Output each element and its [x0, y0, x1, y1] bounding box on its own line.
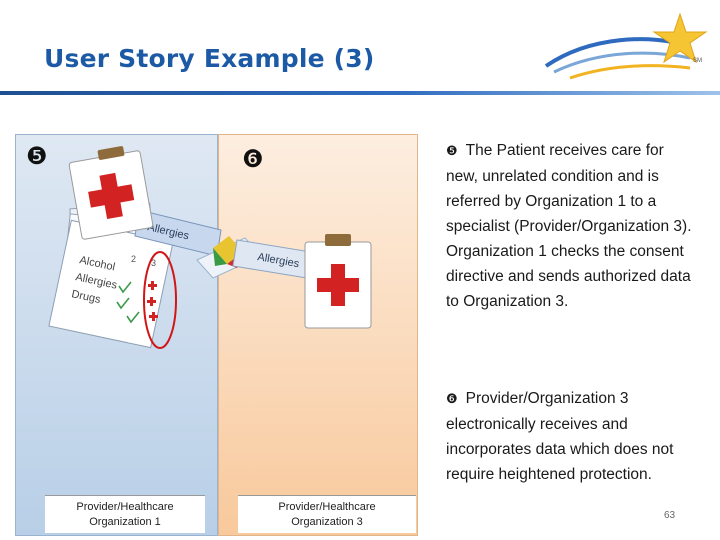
star-swoosh-logo: [544, 12, 708, 80]
column-marker-2: 2: [131, 254, 136, 264]
passing-allergies-tab: Allergies: [232, 239, 312, 279]
slide-header: User Story Example (3) SM: [0, 0, 720, 100]
record-exchange-illustration: Alcohol Allergies Drugs 2 3 Allergies: [48, 146, 372, 349]
header-rule: [0, 91, 720, 95]
slide-title: User Story Example (3): [44, 44, 375, 73]
step-5-marker: ❺: [26, 142, 48, 170]
trademark-mark: SM: [693, 58, 702, 64]
note-bullet-5: ❺: [446, 144, 458, 159]
note-bullet-6: ❻: [446, 392, 458, 407]
step-6-marker: ❻: [242, 145, 264, 173]
page-number: 63: [664, 510, 676, 521]
label-organization-1: Provider/Healthcare Organization 1: [45, 495, 205, 533]
panel-organization-3: [218, 134, 418, 536]
clipboard-icon-org1: [68, 146, 154, 240]
label-organization-3: Provider/Healthcare Organization 3: [238, 495, 416, 533]
highlight-oval: [143, 251, 177, 349]
clipboard-icon-org3: [304, 234, 372, 329]
note-text-6: Provider/Organization 3 electronically r…: [446, 390, 674, 483]
patient-record-stack: Alcohol Allergies Drugs 2 3: [48, 202, 174, 349]
note-text-5: The Patient receives care for new, unrel…: [446, 142, 692, 310]
column-marker-3: 3: [151, 258, 156, 268]
